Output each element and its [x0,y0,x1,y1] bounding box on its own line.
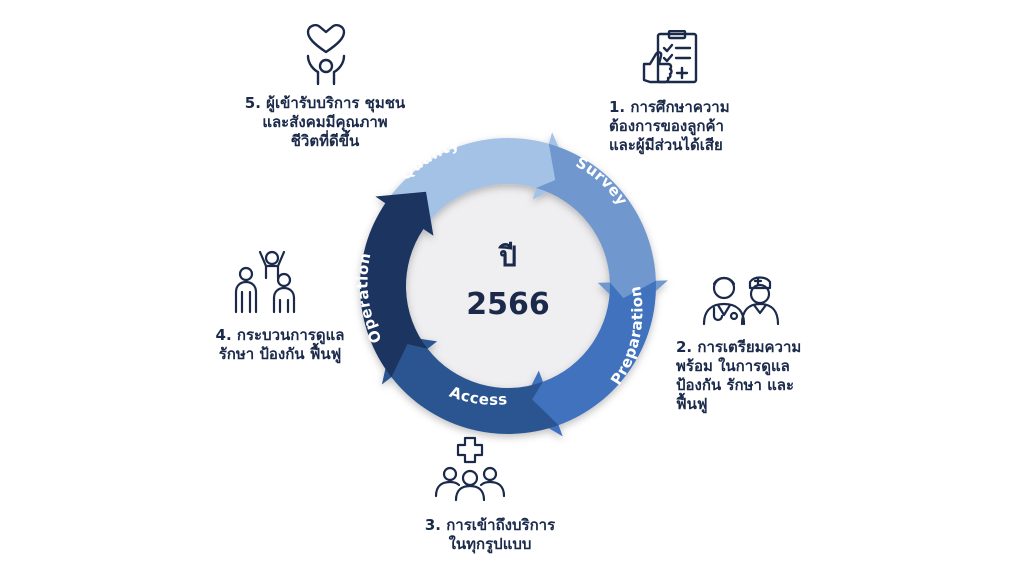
cycle-segment-operation [381,334,559,435]
cycle-segment-survey [382,132,573,232]
step-1-text: 1. การศึกษาความ ต้องการของลูกค้า และผู้ม… [609,98,730,155]
community-health-icon [434,436,506,502]
step-2-line: ฟื้นฟู [676,395,708,413]
step-2-line: ป้องกัน รักษา และ [676,376,795,394]
step-1-line: ต้องการของลูกค้า [609,117,724,135]
survey-checklist-icon [642,30,698,84]
step-2-line: พร้อม ในการดูแล [676,357,790,375]
step-5-line: 5. ผู้เข้ารับบริการ ชุมชน [244,94,406,112]
step-3-text: 3. การเข้าถึงบริการ ในทุกรูปแบบ [380,516,600,554]
cycle-segment-preparation [536,143,668,315]
step-5-text: 5. ผู้เข้ารับบริการ ชุมชน และสังคมมีคุณภ… [220,94,430,151]
step-3-line: ในทุกรูปแบบ [448,535,532,553]
cycle-segment-access [518,280,656,437]
step-2-line: 2. การเตรียมความ [676,338,802,356]
doctor-nurse-icon [702,276,780,326]
cycle-segment-quality [360,191,434,378]
step-4-line: รักษา ป้องกัน ฟื้นฟู [218,345,342,363]
step-3-line: 3. การเข้าถึงบริการ [424,516,556,534]
center-year-label: ปี [497,240,517,273]
step-1-line: 1. การศึกษาความ [609,98,730,116]
step-4-text: 4. กระบวนการดูแล รักษา ป้องกัน ฟื้นฟู [190,326,370,364]
step-2-text: 2. การเตรียมความ พร้อม ในการดูแล ป้องกัน… [676,338,801,414]
step-5-line: และสังคมมีคุณภาพ [262,113,388,131]
center-circle [400,178,616,394]
step-5-line: ชีวิตที่ดีขึ้น [290,132,360,150]
caregiver-people-icon [234,250,296,314]
step-4-line: 4. กระบวนการดูแล [215,326,345,344]
center-year-value: 2566 [466,287,550,322]
step-1-line: และผู้มีส่วนได้เสีย [609,136,723,154]
heart-person-icon [306,24,346,86]
